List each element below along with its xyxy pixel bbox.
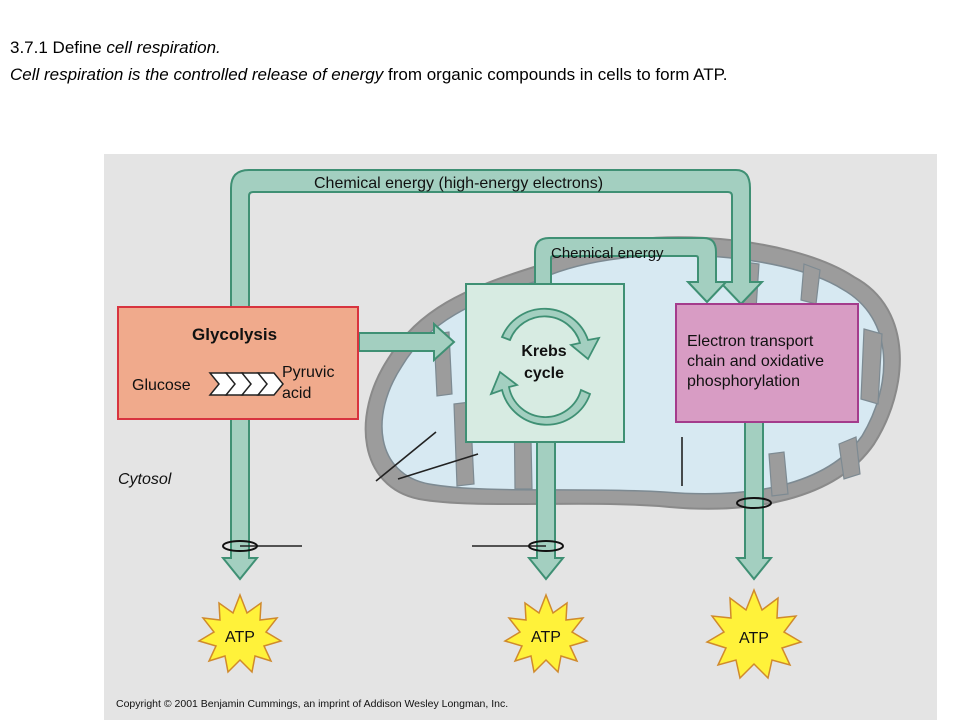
glycolysis-to-krebs-arrow	[358, 321, 456, 363]
krebs-box	[465, 283, 625, 443]
top-chemical-energy-arrow	[230, 169, 765, 310]
krebs-label-line2: cycle	[524, 365, 564, 382]
definition-rest: from organic compounds in cells to form …	[383, 65, 728, 84]
etc-label-line2: chain and oxidative	[687, 353, 824, 370]
heading-line-1: 3.7.1 Define cell respiration.	[10, 34, 950, 61]
atp-label-krebs: ATP	[531, 629, 561, 646]
glycolysis-box	[117, 306, 359, 420]
copyright-text: Copyright © 2001 Benjamin Cummings, an i…	[116, 698, 508, 710]
slide-heading: 3.7.1 Define cell respiration. Cell resp…	[10, 34, 950, 88]
acid-label: acid	[282, 385, 311, 402]
ring-glycolysis	[222, 540, 258, 552]
ring-krebs	[528, 540, 564, 552]
cell-respiration-diagram: Chemical energy (high-energy electrons) …	[104, 154, 937, 720]
top-arrow-label: Chemical energy (high-energy electrons)	[314, 175, 603, 192]
krebs-label-line1: Krebs	[521, 343, 566, 360]
glycolysis-atp-arrow	[220, 418, 260, 581]
krebs-cycle-arrow-top	[500, 307, 601, 361]
defined-term: cell respiration.	[106, 38, 221, 57]
etc-box	[675, 303, 859, 423]
etc-label-line3: phosphorylation	[687, 373, 800, 390]
inner-chemical-energy-arrow	[534, 237, 729, 304]
define-word: Define	[52, 38, 102, 57]
glycolysis-title: Glycolysis	[192, 325, 277, 344]
atp-star-etc	[705, 587, 803, 680]
pointer-line-mito-b	[397, 453, 479, 480]
atp-label-etc: ATP	[739, 630, 769, 647]
substrate-level-rings	[222, 497, 772, 552]
etc-atp-arrow	[734, 421, 774, 581]
pointer-lines	[240, 431, 683, 547]
pointer-line-mito-a	[375, 431, 437, 482]
glucose-label: Glucose	[132, 377, 191, 394]
atp-label-glycolysis: ATP	[225, 629, 255, 646]
pyruvic-label: Pyruvic	[282, 364, 334, 381]
krebs-cycle-arrow-bottom	[489, 370, 592, 426]
heading-line-2: Cell respiration is the controlled relea…	[10, 61, 950, 88]
atp-star-krebs	[503, 592, 589, 674]
definition-italic: Cell respiration is the controlled relea…	[10, 65, 384, 84]
objective-number: 3.7.1	[10, 38, 48, 57]
cytosol-label: Cytosol	[118, 471, 172, 488]
krebs-atp-arrow	[526, 441, 566, 581]
glycolysis-step-arrows	[208, 372, 284, 396]
etc-label-line1: Electron transport	[687, 333, 814, 350]
ring-etc	[736, 497, 772, 509]
inner-arrow-label: Chemical energy	[551, 245, 664, 262]
atp-star-glycolysis	[197, 592, 283, 674]
